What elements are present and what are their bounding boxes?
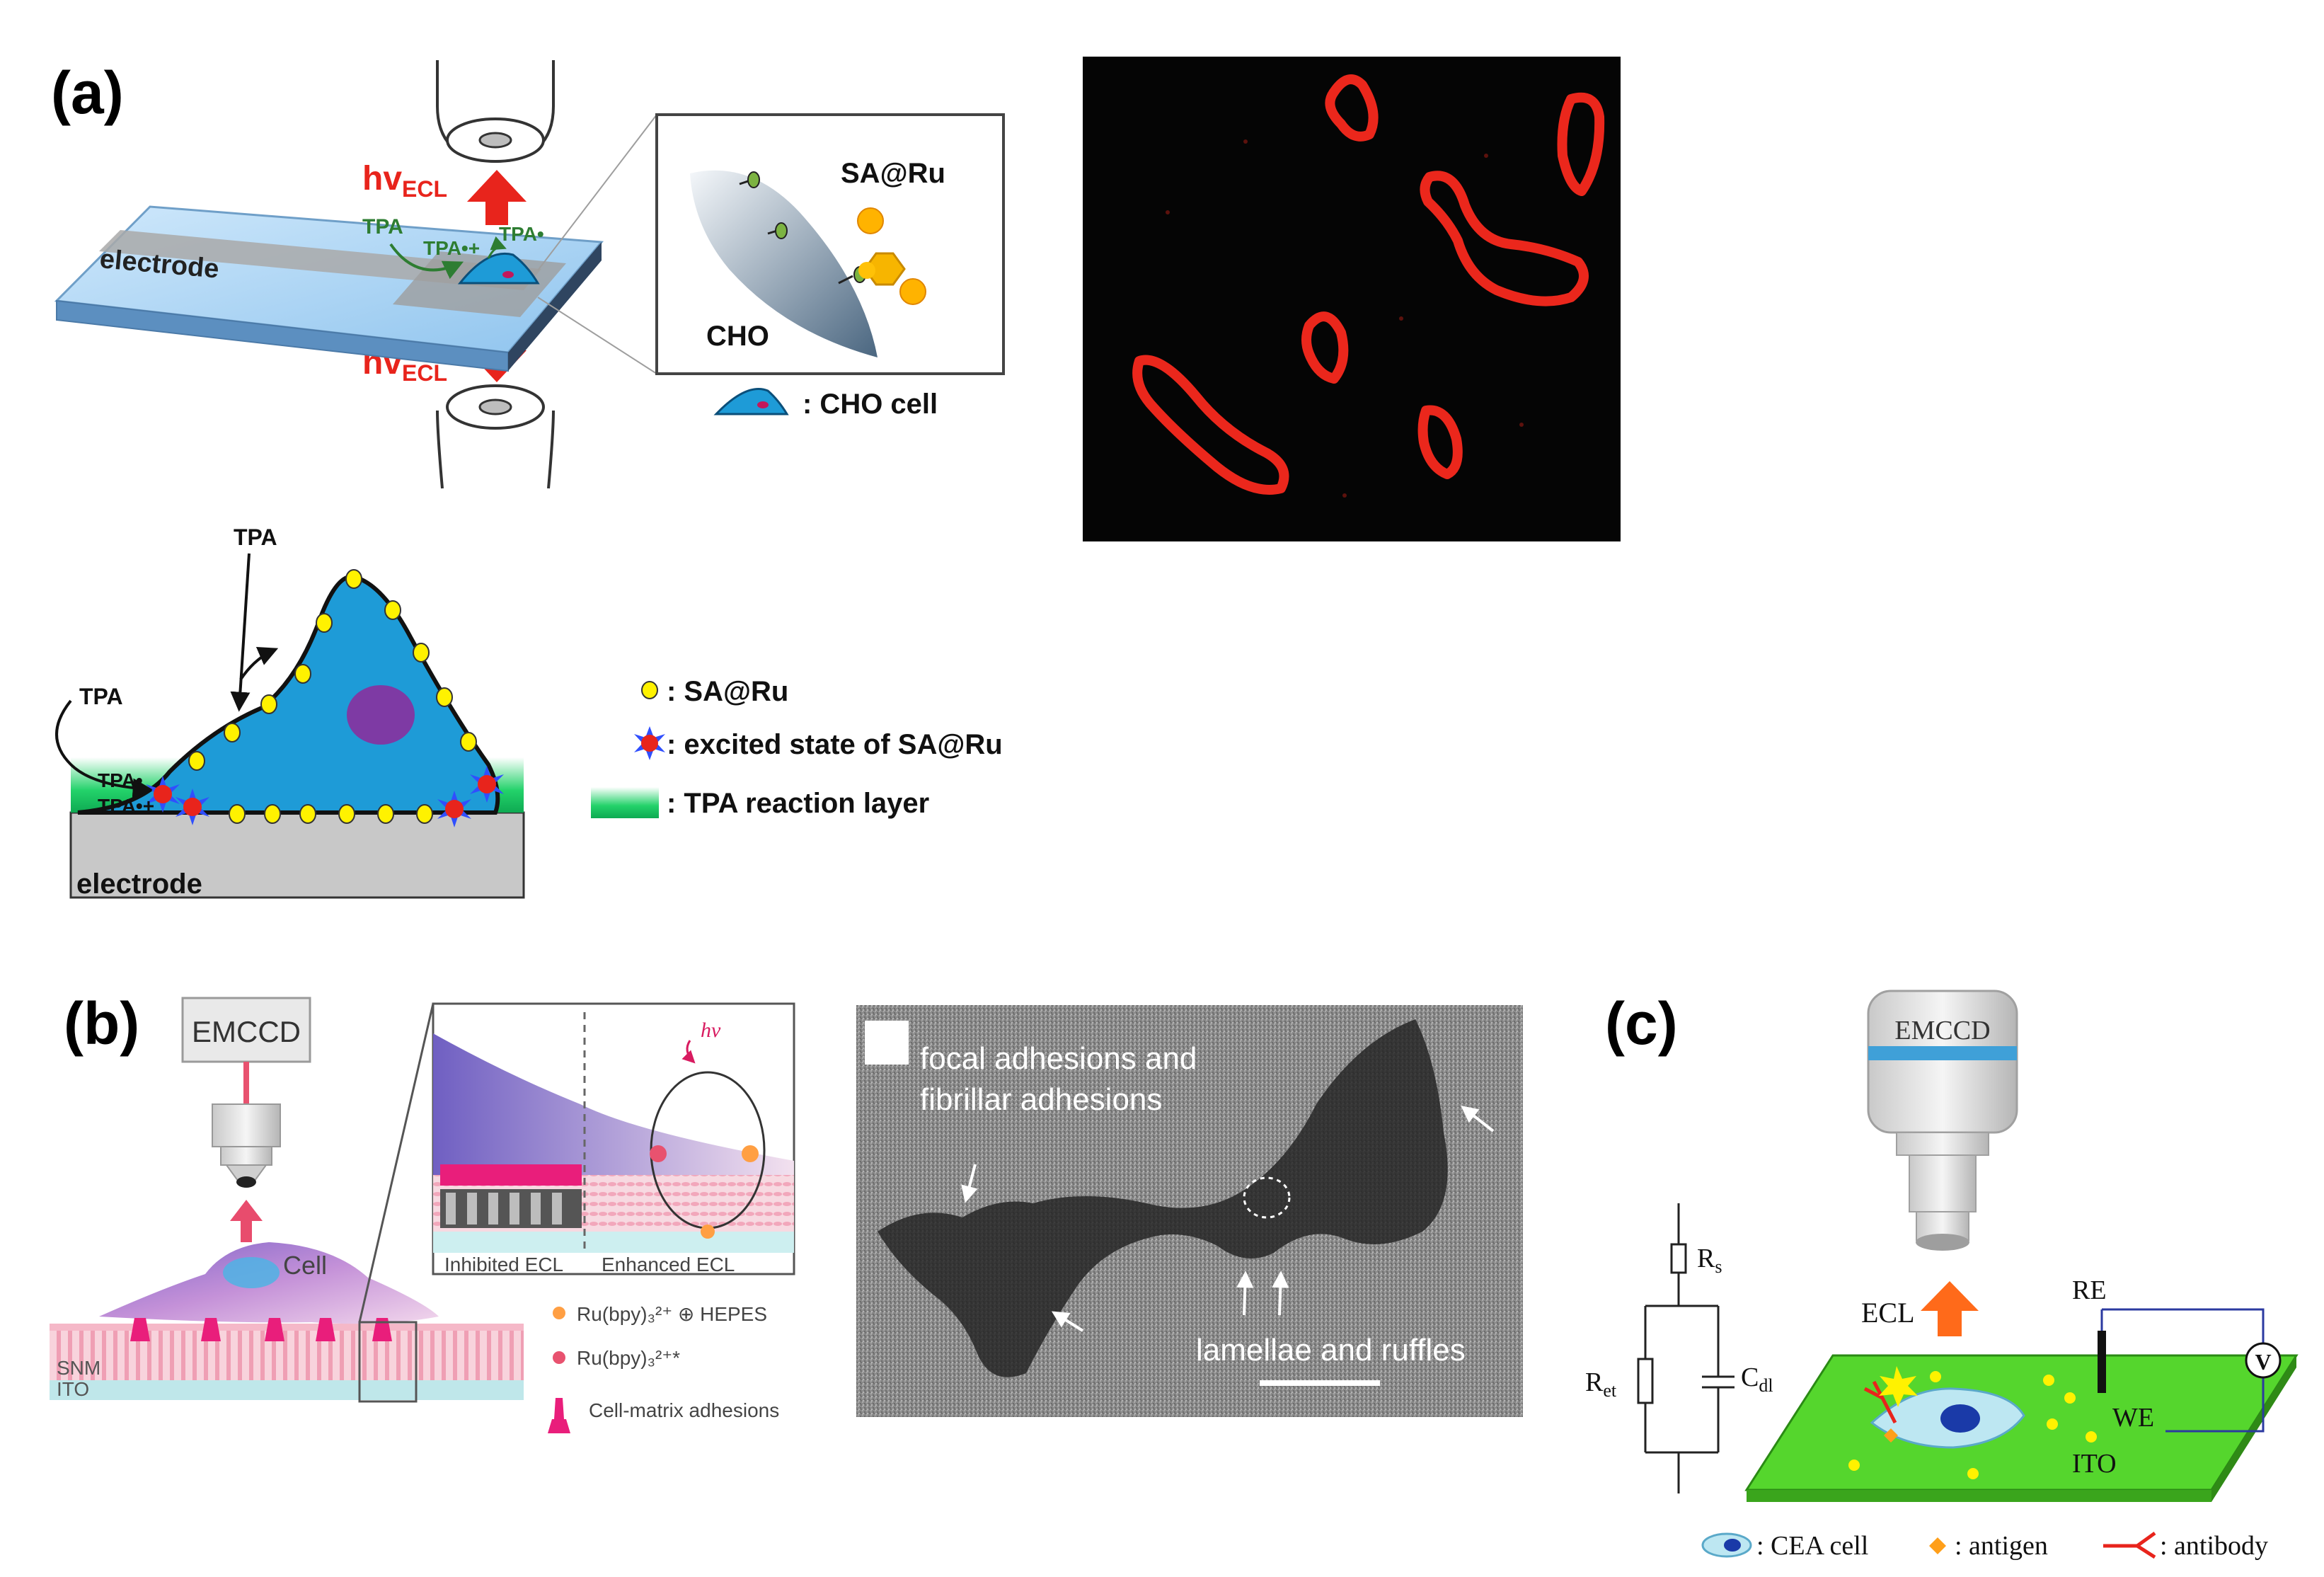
- cell-matrix-adhesions: [130, 1318, 392, 1341]
- legend-cea-cell: : CEA cell: [1756, 1531, 1868, 1561]
- ecl-arrow-c: [1921, 1281, 1979, 1336]
- cell-schematic: electrode: [55, 524, 525, 900]
- cdl-label: Cdl: [1741, 1363, 1773, 1396]
- cho-cell-legend: : CHO cell: [713, 387, 938, 420]
- bottom-objective: [436, 384, 555, 489]
- emccd-label-b: EMCCD: [192, 1015, 301, 1048]
- panel-a-label: (a): [51, 59, 124, 126]
- electrode-label-bottom: electrode: [76, 868, 202, 900]
- inset-sa-ru-label: SA@Ru: [841, 158, 945, 189]
- panel-b-label: (b): [64, 990, 139, 1057]
- enhanced-ecl-label: Enhanced ECL: [602, 1254, 735, 1275]
- emccd-label-c: EMCCD: [1894, 1016, 1990, 1045]
- legend-excited: : excited state of SA@Ru: [667, 729, 1003, 760]
- legend-antibody: : antibody: [2160, 1531, 2268, 1561]
- ecl-label-c: ECL: [1861, 1297, 1915, 1329]
- ito-label-c: ITO: [2072, 1449, 2117, 1479]
- top-objective: [436, 60, 555, 164]
- excited-state-markers: [146, 766, 504, 827]
- legend-tpa-layer: : TPA reaction layer: [667, 788, 929, 819]
- tpa-top-label: TPA: [234, 524, 277, 550]
- ret-label: Ret: [1585, 1367, 1617, 1401]
- cell-b: Cell: [99, 1242, 439, 1341]
- sa-ru-dots: [188, 569, 477, 824]
- ecl-image-red: [1083, 57, 1621, 541]
- tpa-left-label: TPA: [79, 684, 123, 709]
- scale-bar-b: [1260, 1380, 1380, 1386]
- panel-c-label: (c): [1605, 990, 1678, 1057]
- snm-label: SNM: [57, 1357, 100, 1379]
- panel-c-legend: : CEA cell : antigen : antibody: [1701, 1531, 2268, 1561]
- panel-b-legend: Ru(bpy)₃²⁺ ⊕ HEPES Ru(bpy)₃²⁺* Cell-matr…: [548, 1303, 779, 1433]
- we-label: WE: [2112, 1403, 2154, 1433]
- legend-adhesions: Cell-matrix adhesions: [589, 1399, 779, 1421]
- yellow-dots-c: [1848, 1371, 2097, 1479]
- tpa-radical-label: TPA•: [499, 223, 544, 245]
- tpa-radical-cation-label: TPA•+: [423, 237, 480, 259]
- inhibited-ecl-label: Inhibited ECL: [444, 1254, 563, 1275]
- hv-up-arrow: [467, 170, 527, 225]
- inset-box: SA@Ru CHO: [655, 113, 1005, 375]
- tpa-radical-lower: TPA•: [98, 769, 143, 791]
- objective-b: [212, 1103, 281, 1188]
- emccd-box: [181, 997, 311, 1063]
- micro-text-lamellae: lamellae and ruffles: [1196, 1333, 1466, 1367]
- cell-label-b: Cell: [283, 1251, 327, 1280]
- panel-c: (c) EMCCD ECL Rs: [1585, 990, 2299, 1561]
- ecl-burst-icon: [1879, 1366, 1918, 1407]
- equivalent-circuit: [1637, 1203, 1735, 1493]
- legend-sa-ru: : SA@Ru: [667, 676, 788, 707]
- inset-b: Inhibited ECL Enhanced ECL hv: [432, 1002, 795, 1275]
- legend-ru-excited: Ru(bpy)₃²⁺*: [577, 1347, 680, 1369]
- legend-ru-hepes: Ru(bpy)₃²⁺ ⊕ HEPES: [577, 1303, 767, 1325]
- rs-label: Rs: [1697, 1244, 1722, 1277]
- ecl-image-gray: focal adhesions and fibrillar adhesions …: [856, 1005, 1523, 1417]
- hv-label-b: hv: [701, 1019, 721, 1042]
- tpa-label: TPA: [362, 215, 403, 239]
- antigen-icon: [1884, 1428, 1898, 1443]
- emission-arrow-b: [230, 1200, 263, 1242]
- inset-cho-label: CHO: [706, 321, 769, 352]
- tpa-radical-cation-lower: TPA•+: [98, 795, 154, 817]
- voltmeter-label: V: [2255, 1349, 2271, 1375]
- cell-nucleus: [347, 685, 415, 745]
- ito-label-b: ITO: [57, 1378, 89, 1400]
- micro-text-focal: focal adhesions and: [920, 1041, 1197, 1076]
- legend-antigen: : antigen: [1955, 1531, 2048, 1561]
- panel-b: (b) EMCCD SNM ITO Cell: [50, 990, 1523, 1433]
- panel-a: (a) hvECL hvECL electrode: [51, 57, 1621, 900]
- sa-ru-molecule-icon: [739, 171, 926, 305]
- panel-a-legend: : SA@Ru : excited state of SA@Ru : TPA r…: [591, 676, 1003, 819]
- cho-cell-small: [457, 252, 540, 285]
- ito-plate: ITO WE: [1744, 1354, 2299, 1502]
- micro-text-fibrillar: fibrillar adhesions: [920, 1082, 1162, 1117]
- substrate-b: SNM ITO: [50, 1324, 524, 1400]
- electrode-circuit: V RE: [2072, 1275, 2282, 1433]
- hv-top-label: hvECL: [362, 160, 447, 202]
- emccd-camera-c: EMCCD: [1867, 990, 2018, 1251]
- electrode-slab: electrode: [54, 205, 604, 372]
- cea-cell-on-plate: [1870, 1387, 2025, 1449]
- re-label: RE: [2072, 1275, 2107, 1305]
- cho-cell-legend-text: : CHO cell: [803, 389, 938, 420]
